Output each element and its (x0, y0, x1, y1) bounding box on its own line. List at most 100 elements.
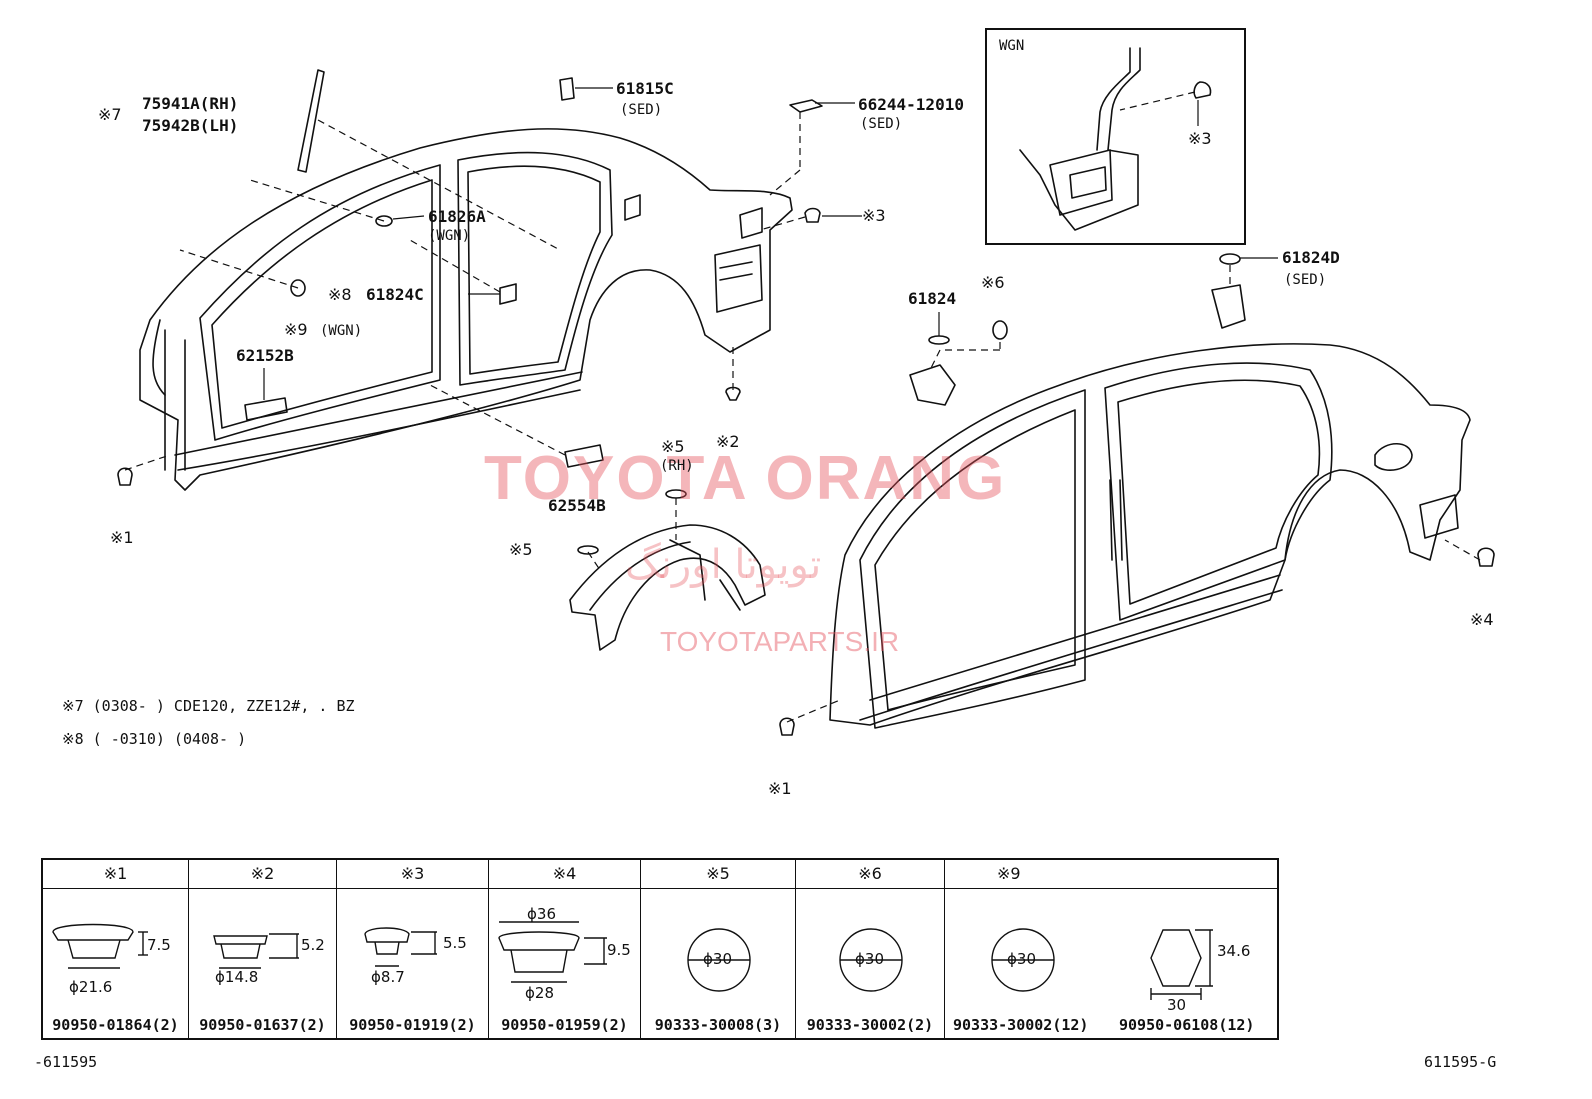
ref-5a-sub: (RH) (660, 458, 694, 474)
legend-part-9b: 90950-06108(12) (1119, 1016, 1255, 1034)
legend-cell-3: ※3 5.5 ϕ8.7 90950-01919(2) (337, 860, 489, 1038)
watermark-url: TOYOTAPARTS.IR (660, 626, 900, 657)
label-66244-sub: (SED) (860, 116, 903, 132)
ref-7: ※7 (98, 105, 122, 124)
legend-part-1: 90950-01864(2) (52, 1016, 179, 1034)
legend-cell-6: ※6 ϕ30 90333-30002(2) (796, 860, 945, 1038)
legend-head-1: ※1 (43, 860, 188, 889)
clip-1-icon (52, 923, 148, 969)
legend-head-4: ※4 (489, 860, 640, 889)
plug-6 (992, 320, 1008, 340)
seal-9-icon (991, 928, 1213, 1000)
plug-61824c (499, 283, 517, 305)
ref-5a: ※5 (661, 437, 685, 456)
clip-3 (804, 207, 821, 223)
plug-61815c (559, 77, 575, 101)
legend-cell-5: ※5 ϕ30 90333-30008(3) (641, 860, 796, 1038)
note-8: ※8 ( -0310) (0408- ) (62, 730, 247, 748)
legend-dim-4b: 9.5 (607, 941, 631, 959)
label-leaders (263, 87, 1278, 400)
legend-head-6: ※6 (796, 860, 944, 889)
ref-1a: ※1 (110, 528, 134, 547)
label-75941a: 75941A(RH) (142, 94, 239, 113)
seal-5-icon (687, 928, 751, 992)
ref-1b: ※1 (768, 779, 792, 798)
pad-62152b (244, 397, 288, 421)
clip-2-icon (213, 933, 299, 969)
legend-dim-6a: ϕ30 (855, 950, 884, 968)
plug-61824d (1219, 253, 1241, 265)
legend-dim-3b: ϕ8.7 (371, 968, 405, 986)
legend-head-3: ※3 (337, 860, 488, 889)
legend-dim-1a: 7.5 (147, 936, 171, 954)
label-62554b: 62554B (548, 496, 606, 515)
wgn-inset-frame (985, 28, 1246, 245)
ref-4: ※4 (1470, 610, 1494, 629)
ref-2: ※2 (716, 432, 740, 451)
wheel-house-liner (569, 524, 766, 651)
label-61826a-sub: (WGN) (428, 228, 471, 244)
legend-dim-4c: ϕ28 (525, 984, 554, 1002)
seal-6-icon (839, 928, 903, 992)
label-61826a: 61826A (428, 207, 486, 226)
label-75942b: 75942B(LH) (142, 116, 239, 135)
clip-1b (779, 717, 795, 736)
legend-dim-2b: ϕ14.8 (215, 968, 259, 986)
pad-62554b (564, 444, 604, 468)
bracket-61824 (909, 364, 956, 406)
wgn-title: WGN (999, 38, 1025, 54)
legend-cell-4: ※4 ϕ36 9.5 ϕ28 90950-01959(2) (489, 860, 641, 1038)
legend-part-2: 90950-01637(2) (199, 1016, 326, 1034)
note-7: ※7 (0308- ) CDE120, ZZE12#, . BZ (62, 697, 355, 715)
clip-3-icon (364, 927, 437, 967)
legend-dim-9a: ϕ30 (1007, 950, 1036, 968)
seal-66244 (789, 99, 823, 113)
watermark-farsi: تویوتا اورنگ (625, 542, 822, 588)
watermark-brand: TOYOTA ORANG (484, 444, 1007, 513)
legend-cell-9: ※9 ϕ30 34.6 30 90333-30002(12) 90950-061… (945, 860, 1277, 1038)
legend-dim-9c: 30 (1167, 996, 1187, 1014)
legend-dim-9b: 34.6 (1217, 942, 1251, 960)
ref-8: ※8 (328, 285, 352, 304)
legend-head-5: ※5 (641, 860, 795, 889)
legend-part-3: 90950-01919(2) (349, 1016, 476, 1034)
legend-cell-2: ※2 5.2 ϕ14.8 90950-01637(2) (189, 860, 337, 1038)
left-side-panel (139, 128, 793, 491)
plug-61824 (928, 335, 950, 345)
legend-dim-4a: ϕ36 (527, 905, 556, 923)
ref-9: ※9 (284, 320, 308, 339)
legend-cell-1: ※1 7.5 ϕ21.6 90950-01864(2) (43, 860, 189, 1038)
ref-6: ※6 (981, 273, 1005, 292)
label-62152b: 62152B (236, 346, 294, 365)
legend-part-4: 90950-01959(2) (501, 1016, 628, 1034)
ref-5b: ※5 (509, 540, 533, 559)
footer-right-code: 611595-G (1424, 1053, 1497, 1071)
label-61824d-sub: (SED) (1284, 272, 1327, 288)
clip-1a (117, 467, 133, 486)
legend-dim-5a: ϕ30 (703, 950, 732, 968)
label-61815c: 61815C (616, 79, 674, 98)
plug-61826a (375, 215, 393, 227)
legend-part-9a: 90333-30002(12) (953, 1016, 1089, 1034)
right-side-panel (829, 343, 1471, 729)
ref-3b: ※3 (1188, 129, 1212, 148)
label-61824d: 61824D (1282, 248, 1340, 267)
ref-3a: ※3 (862, 206, 886, 225)
label-61815c-sub: (SED) (620, 102, 663, 118)
clip-4-icon (498, 921, 607, 983)
clip-2 (725, 386, 741, 401)
moulding-strip (297, 69, 325, 173)
leader-lines (124, 91, 1481, 723)
wgn-detail-drawing (1019, 47, 1212, 231)
fastener-legend-table: ※1 7.5 ϕ21.6 90950-01864(2) ※2 5.2 ϕ14.8… (41, 858, 1279, 1040)
legend-head-9: ※9 (945, 860, 1277, 889)
plug-wgn-9 (290, 279, 306, 297)
label-61824c: 61824C (366, 285, 424, 304)
plug-5 (577, 545, 599, 555)
legend-head-2: ※2 (189, 860, 336, 889)
legend-dim-2a: 5.2 (301, 936, 325, 954)
bracket-61824d (1211, 284, 1246, 329)
label-66244: 66244-12010 (858, 95, 964, 114)
legend-dim-1b: ϕ21.6 (69, 978, 113, 996)
